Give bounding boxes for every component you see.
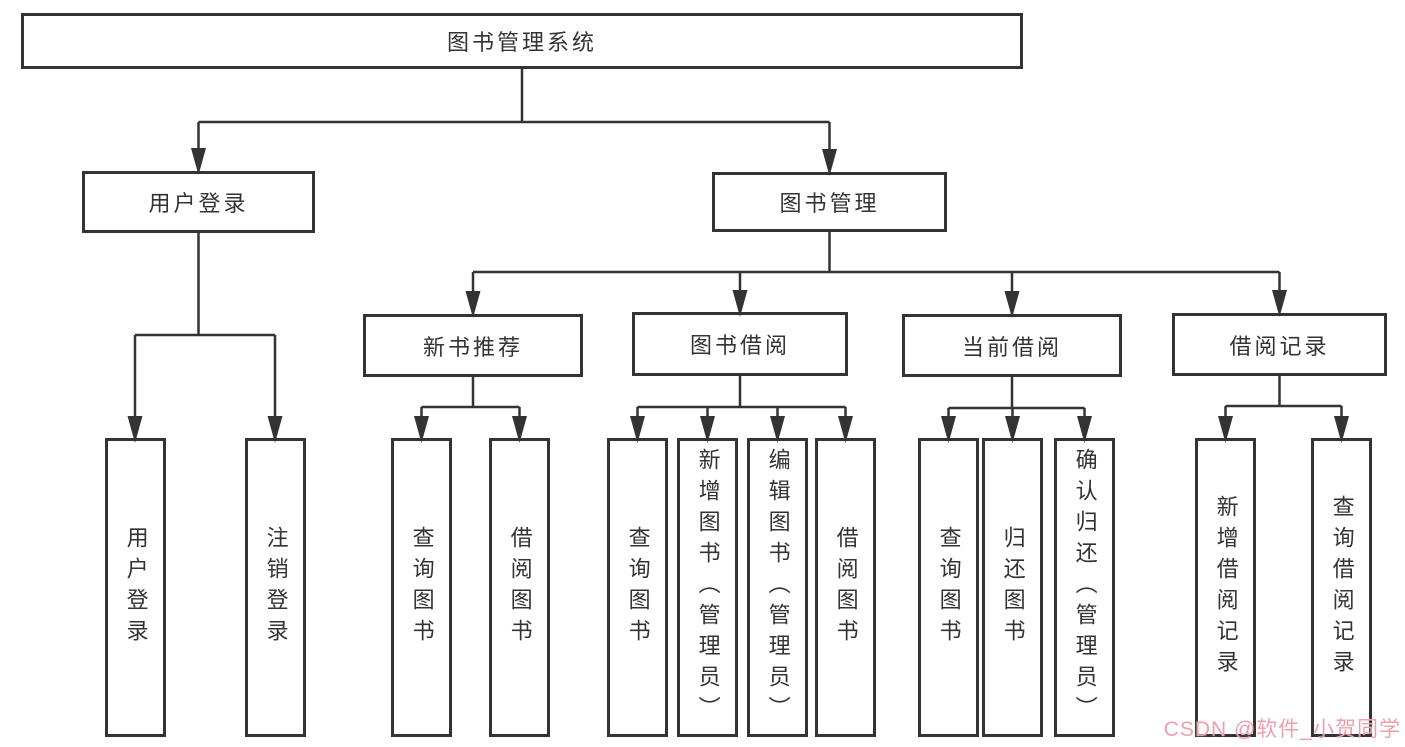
leaf-add-borrow-record: 新增借阅记录 (1195, 438, 1256, 737)
node-borrow-records: 借阅记录 (1172, 313, 1387, 376)
node-book-management: 图书管理 (712, 172, 947, 232)
leaf-label: 归还图书 (1000, 525, 1026, 650)
leaf-add-books-admin: 新增图书（管理员） (677, 438, 738, 737)
leaf-label: 查询图书 (409, 525, 435, 650)
leaf-edit-books-admin: 编辑图书（管理员） (747, 438, 808, 737)
node-book-borrowing: 图书借阅 (632, 312, 848, 376)
leaf-label: 借阅图书 (507, 525, 533, 650)
leaf-label: 确认归还（管理员） (1072, 448, 1098, 727)
leaf-return-books: 归还图书 (982, 438, 1043, 737)
leaf-label: 编辑图书（管理员） (765, 448, 791, 727)
edge-borrow-records-children (1218, 376, 1349, 443)
edge-book-management-to-level3 (465, 232, 1287, 318)
leaf-borrow-books-recommend: 借阅图书 (489, 438, 550, 737)
node-new-book-recommend: 新书推荐 (363, 314, 583, 377)
node-current-borrowing: 当前借阅 (902, 314, 1122, 377)
leaf-confirm-return-admin: 确认归还（管理员） (1054, 438, 1115, 737)
edge-user-login-to-children (127, 233, 283, 443)
edge-current-borrowing-children (941, 377, 1092, 443)
node-library-management-system: 图书管理系统 (21, 13, 1023, 69)
leaf-label: 新增图书（管理员） (695, 448, 721, 727)
watermark: CSDN @软件_小贺同学 (1163, 718, 1401, 741)
leaf-query-books-recommend: 查询图书 (391, 438, 452, 737)
leaf-borrow-books-borrowing: 借阅图书 (815, 438, 876, 737)
leaf-logout-login: 注销登录 (245, 438, 306, 737)
leaf-label: 查询借阅记录 (1329, 494, 1355, 681)
leaf-label: 新增借阅记录 (1213, 494, 1239, 681)
leaf-label: 注销登录 (263, 525, 289, 650)
leaf-query-books-borrowing: 查询图书 (607, 438, 668, 737)
leaf-query-borrow-record: 查询借阅记录 (1311, 438, 1372, 737)
edge-root-to-level2 (191, 69, 837, 176)
node-user-login: 用户登录 (82, 171, 315, 233)
edge-new-book-recommend-children (414, 377, 527, 443)
leaf-label: 借阅图书 (833, 525, 859, 650)
edge-book-borrowing-children (630, 376, 853, 443)
leaf-label: 查询图书 (625, 525, 651, 650)
leaf-label: 用户登录 (123, 525, 149, 650)
leaf-query-books-current: 查询图书 (918, 438, 979, 737)
leaf-user-login: 用户登录 (105, 438, 166, 737)
leaf-label: 查询图书 (936, 525, 962, 650)
